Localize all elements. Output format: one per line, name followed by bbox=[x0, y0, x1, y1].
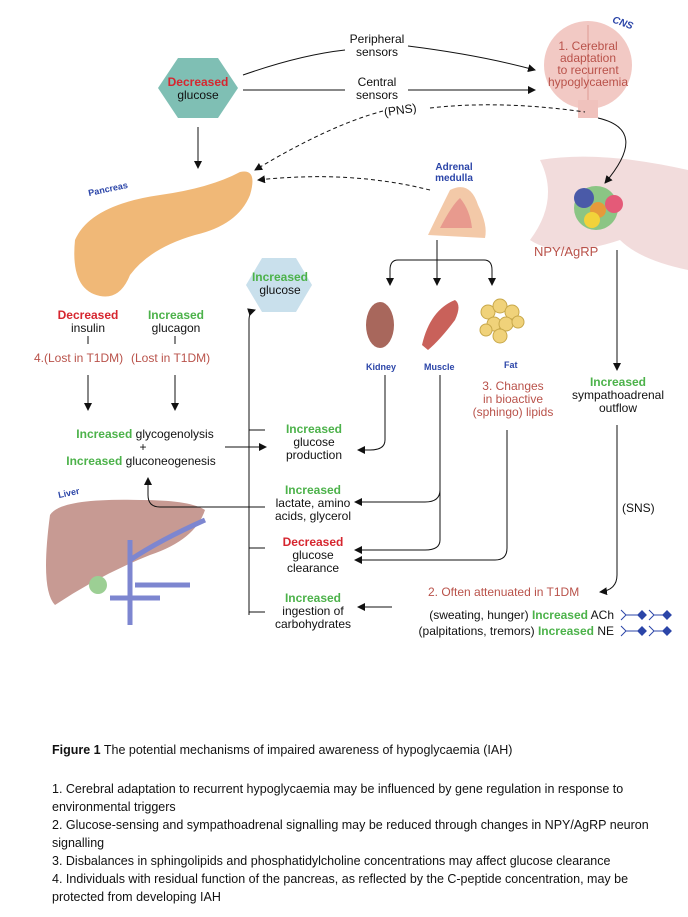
gluconeogenesis-node: Increased gluconeogenesis bbox=[56, 455, 226, 468]
glycogenolysis-label: glycogenolysis bbox=[135, 427, 214, 441]
adrenal-line1: Adrenal bbox=[435, 162, 473, 173]
increased-glucose-qualifier: Increased bbox=[251, 270, 309, 284]
glucose-production-line2: production bbox=[285, 448, 343, 462]
lactate-qualifier: Increased bbox=[284, 483, 342, 497]
increased-glucose-label: glucose bbox=[259, 283, 301, 297]
ach-qualifier: Increased bbox=[531, 608, 588, 622]
figure-caption: Figure 1 The potential mechanisms of imp… bbox=[52, 742, 652, 758]
plus-sign: + bbox=[139, 440, 147, 454]
decreased-glucose-hexagon bbox=[158, 58, 238, 118]
kidney-label: Kidney bbox=[366, 362, 397, 372]
lost-in-t1dm-glucagon: (Lost in T1DM) bbox=[131, 351, 211, 365]
lipids-line2: in bioactive bbox=[482, 392, 544, 406]
muscle-icon bbox=[422, 300, 459, 350]
clearance-line1: glucose bbox=[292, 548, 334, 562]
sympathoadrenal-outflow-node: Increased sympathoadrenal outflow bbox=[566, 376, 670, 415]
insulin-qualifier: Decreased bbox=[57, 308, 119, 322]
glycogenolysis-node: Increased glycogenolysis bbox=[60, 428, 230, 441]
increased-glucose-hexagon bbox=[246, 258, 312, 312]
ne-suffix: NE bbox=[597, 624, 614, 638]
fat-cells-icon bbox=[479, 298, 525, 344]
ach-prefix: (sweating, hunger) bbox=[429, 608, 529, 622]
lost-in-t1dm-insulin: 4.(Lost in T1DM) bbox=[34, 351, 124, 365]
insulin-label: insulin bbox=[70, 321, 106, 335]
glucose-clearance-node: Decreased glucose clearance bbox=[268, 536, 358, 575]
sympathoadrenal-line1: sympathoadrenal bbox=[571, 388, 665, 402]
clearance-qualifier: Decreased bbox=[282, 535, 344, 549]
lipids-note: 3. Changes in bioactive (sphingo) lipids bbox=[466, 380, 560, 419]
muscle-label: Muscle bbox=[424, 362, 455, 372]
peripheral-line1: Peripheral bbox=[349, 32, 405, 46]
cerebral-line2: adaptation bbox=[559, 51, 617, 65]
decreased-glucose-node: Decreased glucose bbox=[150, 76, 246, 102]
gluconeogenesis-label: gluconeogenesis bbox=[125, 454, 216, 468]
liver-icon bbox=[46, 499, 207, 625]
increased-glucose-node: Increased glucose bbox=[244, 271, 316, 297]
lipids-line1: 3. Changes bbox=[482, 379, 544, 393]
insulin-node: Decreased insulin bbox=[50, 309, 126, 335]
peripheral-line2: sensors bbox=[355, 45, 399, 59]
caption-note: 3. Disbalances in sphingolipids and phos… bbox=[52, 854, 611, 868]
figure-label: Figure 1 bbox=[52, 743, 101, 757]
lactate-line1: lactate, amino bbox=[275, 496, 351, 510]
ach-suffix: ACh bbox=[590, 608, 614, 622]
glucose-production-qualifier: Increased bbox=[285, 422, 343, 436]
sympathoadrenal-line2: outflow bbox=[598, 401, 638, 415]
ne-line: (palpitations, tremors) Increased NE bbox=[380, 625, 614, 638]
glucagon-label: glucagon bbox=[151, 321, 201, 335]
caption-note: 2. Glucose-sensing and sympathoadrenal s… bbox=[52, 818, 649, 850]
brain-icon bbox=[544, 21, 632, 118]
glucagon-qualifier: Increased bbox=[147, 308, 205, 322]
sns-label: (SNS) bbox=[622, 501, 655, 515]
ne-prefix: (palpitations, tremors) bbox=[418, 624, 535, 638]
kidney-icon bbox=[366, 302, 394, 348]
decreased-glucose-label: glucose bbox=[177, 88, 219, 102]
decreased-glucose-qualifier: Decreased bbox=[167, 75, 229, 89]
sympathoadrenal-qualifier: Increased bbox=[589, 375, 647, 389]
clearance-line2: clearance bbox=[286, 561, 340, 575]
figure-title: The potential mechanisms of impaired awa… bbox=[103, 743, 513, 757]
ingestion-line1: ingestion of bbox=[282, 604, 344, 618]
pancreas-icon bbox=[74, 171, 253, 297]
peripheral-sensors-label: Peripheral sensors bbox=[340, 33, 414, 59]
ach-line: (sweating, hunger) Increased ACh bbox=[400, 609, 614, 622]
central-line1: Central bbox=[357, 75, 397, 89]
attenuated-note: 2. Often attenuated in T1DM bbox=[428, 585, 580, 599]
ingestion-qualifier: Increased bbox=[284, 591, 342, 605]
glucose-production-line1: glucose bbox=[293, 435, 335, 449]
ingestion-node: Increased ingestion of carbohydrates bbox=[268, 592, 358, 631]
lipids-line3: (sphingo) lipids bbox=[472, 405, 554, 419]
gluconeogenesis-qualifier: Increased bbox=[66, 454, 123, 468]
cerebral-adaptation-note: 1. Cerebral adaptation to recurrent hypo… bbox=[540, 40, 636, 88]
ne-neuron-icon bbox=[620, 625, 672, 637]
glucagon-node: Increased glucagon bbox=[138, 309, 214, 335]
cerebral-line1: 1. Cerebral bbox=[558, 39, 618, 53]
fat-label: Fat bbox=[504, 360, 518, 370]
glycogenolysis-qualifier: Increased bbox=[76, 427, 133, 441]
glucose-production-node: Increased glucose production bbox=[274, 423, 354, 462]
central-line2: sensors bbox=[355, 88, 399, 102]
hypothalamus-icon bbox=[530, 156, 688, 270]
caption-note: 1. Cerebral adaptation to recurrent hypo… bbox=[52, 782, 624, 814]
ingestion-line2: carbohydrates bbox=[274, 617, 352, 631]
adrenal-medulla-label: Adrenal medulla bbox=[424, 162, 484, 184]
cerebral-line3: to recurrent bbox=[557, 63, 619, 77]
cerebral-line4: hypoglycaemia bbox=[547, 75, 629, 89]
caption-note: 4. Individuals with residual function of… bbox=[52, 872, 629, 904]
central-sensors-label: Central sensors bbox=[340, 76, 414, 102]
adrenal-line2: medulla bbox=[435, 173, 473, 184]
lactate-line2: acids, glycerol bbox=[274, 509, 352, 523]
npy-agrp-label: NPY/AgRP bbox=[534, 244, 599, 259]
caption-notes: 1. Cerebral adaptation to recurrent hypo… bbox=[52, 780, 652, 906]
ach-neuron-icon bbox=[620, 609, 672, 621]
ne-qualifier: Increased bbox=[537, 624, 594, 638]
lactate-node: Increased lactate, amino acids, glycerol bbox=[268, 484, 358, 523]
